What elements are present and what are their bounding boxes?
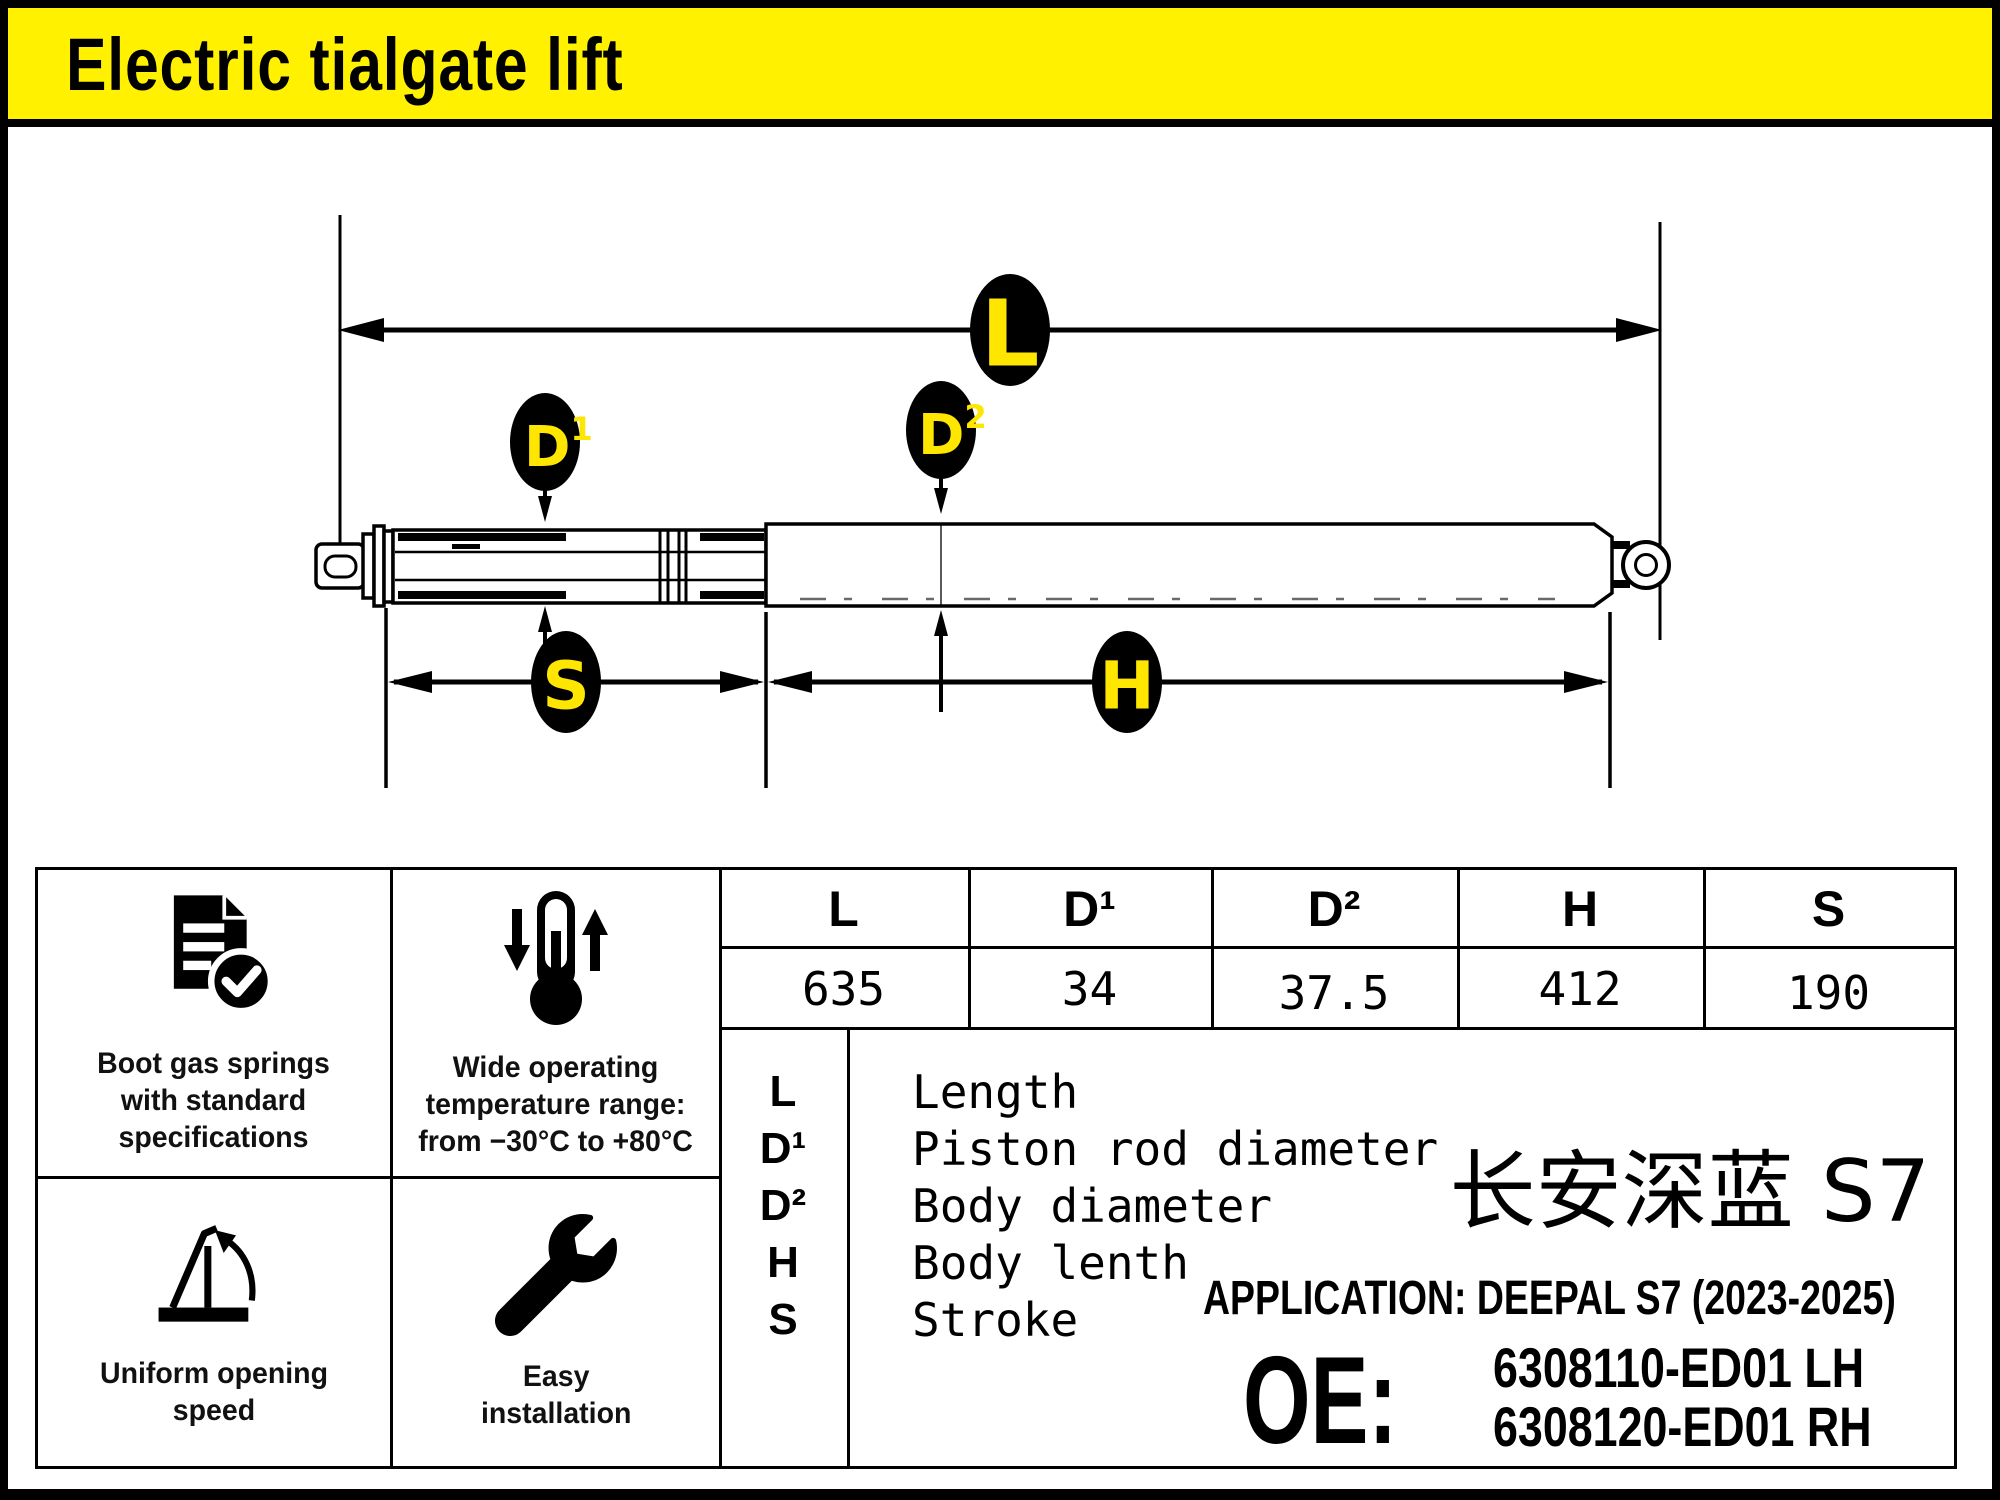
feature-temperature-range: Wide operating temperature range: from −… <box>393 870 719 1176</box>
table-border-top <box>35 867 1957 870</box>
spec-col-d1: D¹ <box>1063 881 1116 937</box>
wrench-icon <box>495 1213 617 1336</box>
legend-symbol-l: L <box>769 1067 797 1116</box>
dim-label-h: H <box>1092 631 1162 733</box>
legend-symbol-h: H <box>767 1238 799 1287</box>
dim-label-l: L <box>970 274 1050 388</box>
table-border-right <box>1954 867 1957 1469</box>
spec-col-l: L <box>828 881 859 937</box>
spec-value-h: 412 <box>1538 962 1622 1016</box>
dimension-drawing: L D1 D2 S H <box>314 215 1671 788</box>
legend-symbol-d2: D² <box>759 1181 807 1230</box>
svg-text:D1: D1 <box>524 410 593 480</box>
legend-desc-l: Length <box>912 1065 1079 1119</box>
feature-label: Easy installation <box>480 1359 632 1430</box>
legend-desc-d1: Piston rod diameter <box>912 1122 1439 1176</box>
page-title: Electric tialgate lift <box>66 23 624 106</box>
dimension-d2-pointers <box>934 478 948 712</box>
document-check-icon <box>173 894 275 1014</box>
spec-col-s: S <box>1811 881 1846 937</box>
spec-col-d2: D² <box>1307 881 1361 937</box>
feature-uniform-speed: Uniform opening speed <box>38 1179 390 1466</box>
strut-clevis <box>314 524 395 608</box>
legend-desc-s: Stroke <box>912 1293 1079 1347</box>
spec-value-d2: 37.5 <box>1278 966 1390 1020</box>
application-text: APPLICATION: DEEPAL S7 (2023-2025) <box>1203 1272 1896 1325</box>
feature-easy-installation: Easy installation <box>393 1179 719 1466</box>
thermometer-range-icon <box>504 890 608 1025</box>
svg-text:S: S <box>542 648 590 725</box>
title-band: Electric tialgate lift <box>0 0 2000 127</box>
legend-desc-d2: Body diameter <box>912 1179 1273 1233</box>
legend-symbol-s: S <box>768 1295 798 1344</box>
frame-border-bottom <box>0 1489 2000 1500</box>
table-border-left <box>35 867 38 1469</box>
table-border-bottom <box>35 1466 1957 1469</box>
dimension-h-arrow <box>768 671 1608 693</box>
dim-label-d1: D1 <box>510 393 593 491</box>
oe-numbers: 6308110-ED01 LH 6308120-ED01 RH <box>1493 1339 1966 1455</box>
feature-standard-specs: Boot gas springs with standard specifica… <box>38 870 390 1176</box>
tailgate-opening-icon <box>158 1224 256 1322</box>
spec-col-h: H <box>1561 881 1599 937</box>
feature-label: Boot gas springs with standard specifica… <box>97 1046 331 1154</box>
vehicle-model-chinese: 长安深蓝 S7 <box>1449 1142 1931 1242</box>
legend-symbol-d1: D¹ <box>759 1124 807 1173</box>
legend-desc-h: Body lenth <box>912 1236 1189 1290</box>
strut-piston-rod <box>391 528 768 605</box>
dim-label-s: S <box>531 631 601 733</box>
oe-number-rh: 6308120-ED01 RH <box>1493 1395 1872 1458</box>
spec-value-l: 635 <box>801 962 886 1016</box>
frame-border-right <box>1992 0 2000 1500</box>
spec-value-s: 190 <box>1786 966 1871 1020</box>
feature-label: Uniform opening speed <box>99 1356 328 1427</box>
svg-text:D2: D2 <box>918 398 987 468</box>
oe-label: OE: <box>1243 1332 1398 1470</box>
svg-text:H: H <box>1099 648 1154 725</box>
svg-text:L: L <box>981 281 1040 388</box>
spec-value-d1: 34 <box>1061 962 1118 1016</box>
feature-label: Wide operating temperature range: from −… <box>418 1050 694 1158</box>
frame-border-left <box>0 0 8 1500</box>
dim-label-d2: D2 <box>906 381 987 479</box>
oe-number-lh: 6308110-ED01 LH <box>1493 1336 1865 1399</box>
strut-body <box>764 522 1671 608</box>
